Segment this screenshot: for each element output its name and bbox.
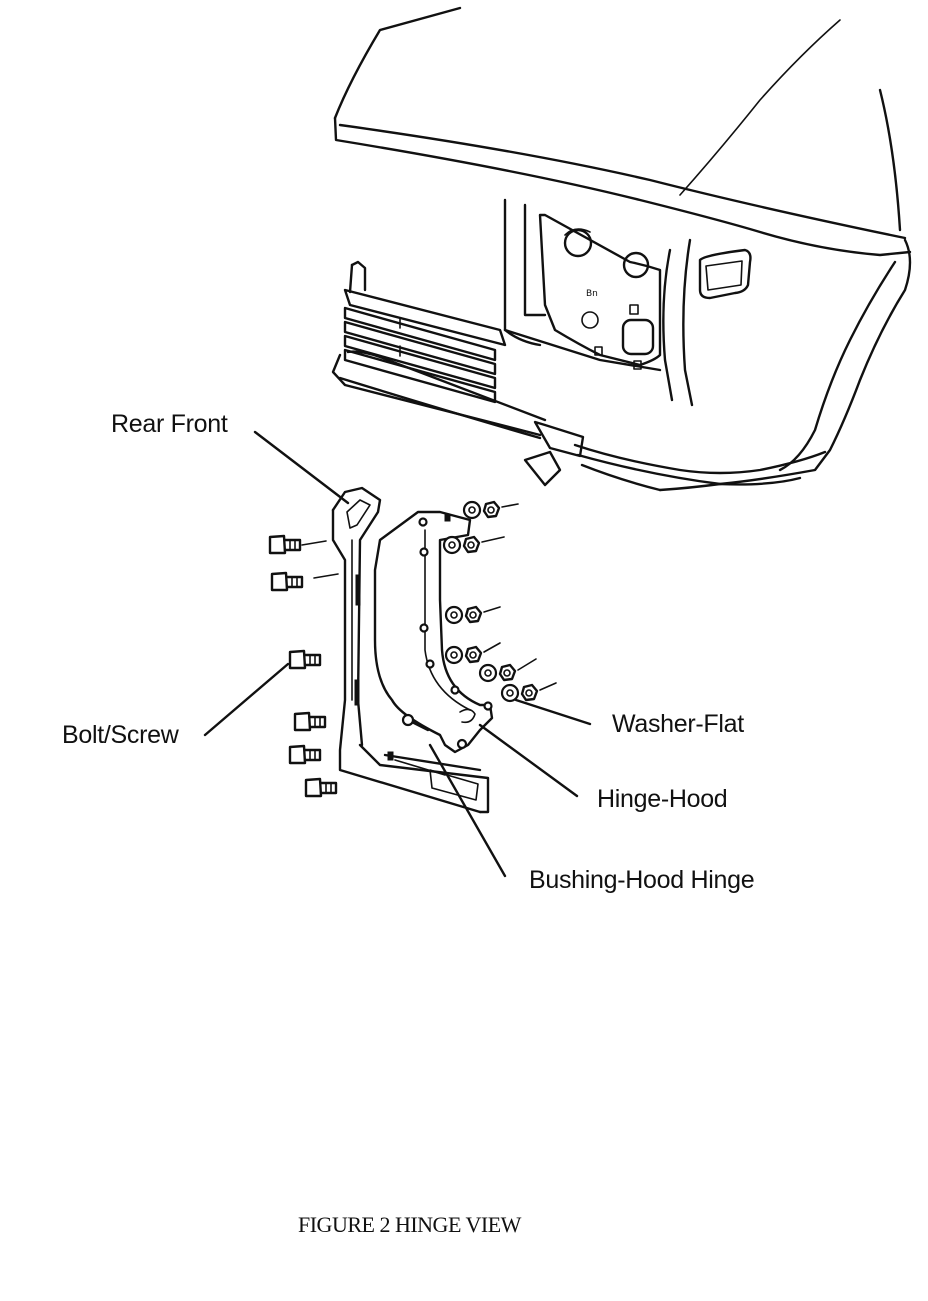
- hinge-assembly: [331, 486, 494, 814]
- figure-caption: FIGURE 2 HINGE VIEW: [298, 1212, 521, 1237]
- label-bolt-screw: Bolt/Screw: [62, 721, 179, 749]
- bolts: [268, 534, 339, 798]
- leader-lines: [203, 430, 592, 878]
- label-washer-flat: Washer-Flat: [612, 710, 744, 738]
- svg-text:Bn: Bn: [586, 289, 598, 299]
- washers-and-nuts: [442, 500, 557, 703]
- label-rear-front: Rear Front: [111, 410, 228, 438]
- label-hinge-hood: Hinge-Hood: [597, 785, 728, 813]
- label-bushing-hood-hinge: Bushing-Hood Hinge: [529, 866, 755, 894]
- vehicle-front-body: Bn: [331, 6, 912, 492]
